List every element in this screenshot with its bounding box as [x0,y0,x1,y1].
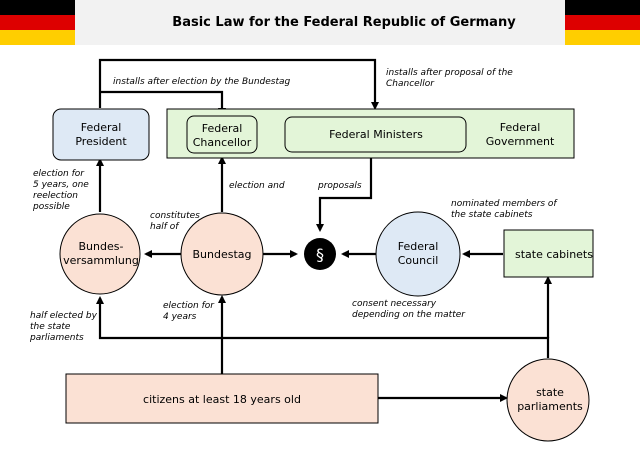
note-election-4-years-1: election for [163,301,215,311]
note-proposals: proposals [317,181,362,191]
note-half-elected-3: parliaments [29,333,84,343]
law-circle [304,238,336,270]
section-sign-icon: § [316,245,324,264]
federal-council-label-1: Federal [398,240,439,253]
arrow-proposals-to-law [316,158,373,232]
note-installs-bundestag: installs after election by the Bundestag [113,77,291,87]
annotations: installs after election by the Bundestag… [29,68,558,343]
state-parliaments-circle [506,358,590,442]
note-constitutes-2: half of [150,222,180,232]
note-consent-2: depending on the matter [352,310,466,320]
citizens-label: citizens at least 18 years old [143,393,301,406]
federal-government-label-2: Government [486,135,555,148]
bundestag-label: Bundestag [192,248,251,261]
federal-president-node: Federal President [52,108,150,161]
arrow-parliaments-to-bundesversammlung [96,296,550,358]
note-consent-1: consent necessary [352,299,437,309]
page-title: Basic Law for the Federal Republic of Ge… [172,15,516,30]
federal-council-label-2: Council [398,254,439,267]
federal-chancellor-label-2: Chancellor [193,136,252,149]
federal-chancellor-box [186,115,258,154]
note-half-elected-2: the state [30,322,71,332]
state-parliaments-label-1: state [536,386,564,399]
header-background [75,0,565,45]
bundestag-circle [180,212,264,296]
note-election-4-years-2: 4 years [163,312,197,322]
note-installs-proposal-2: Chancellor [386,79,435,89]
header: Basic Law for the Federal Republic of Ge… [0,0,640,45]
citizens-node: citizens at least 18 years old [65,373,379,424]
bundesversammlung-label-2: versammlung [63,254,139,267]
federal-government-node: Federal Chancellor Federal Ministers Fed… [166,108,575,159]
state-parliaments-node: state parliaments [506,358,590,442]
flag-right-icon [565,0,640,45]
flag-left-icon [0,0,75,45]
note-election-5-years-1: election for [33,169,85,179]
note-nominated-1: nominated members of [451,199,558,209]
law-node: § [304,238,336,270]
state-cabinets-node: state cabinets [503,229,594,278]
federal-council-node: Federal Council [375,211,461,297]
federal-president-box [52,108,150,161]
federal-government-label-1: Federal [500,121,541,134]
note-constitutes-1: constitutes [150,211,200,221]
state-cabinets-label: state cabinets [515,248,593,261]
note-election-and: election and [229,181,285,191]
note-half-elected-1: half elected by [30,311,98,321]
note-election-5-years-2: 5 years, one [33,180,89,190]
note-nominated-2: the state cabinets [451,210,533,220]
arrow-president-to-chancellor [100,90,226,116]
note-election-5-years-3: reelection [33,191,78,201]
bundesversammlung-label-1: Bundes- [79,240,124,253]
federal-chancellor-label-1: Federal [202,122,243,135]
state-cabinets-box [503,229,594,278]
federal-council-circle [375,211,461,297]
federal-ministers-label: Federal Ministers [329,128,423,141]
state-parliaments-label-2: parliaments [517,400,583,413]
arrow-president-to-ministers [98,58,379,110]
citizens-box [65,373,379,424]
federal-president-label-1: Federal [81,121,122,134]
note-installs-proposal-1: installs after proposal of the [386,68,513,78]
bundestag-node: Bundestag [180,212,264,296]
bundesversammlung-node: Bundes- versammlung [59,213,141,295]
federal-ministers-box [284,116,467,153]
bundesversammlung-circle [59,213,141,295]
note-election-5-years-4: possible [32,202,70,212]
federal-president-label-2: President [75,135,127,148]
